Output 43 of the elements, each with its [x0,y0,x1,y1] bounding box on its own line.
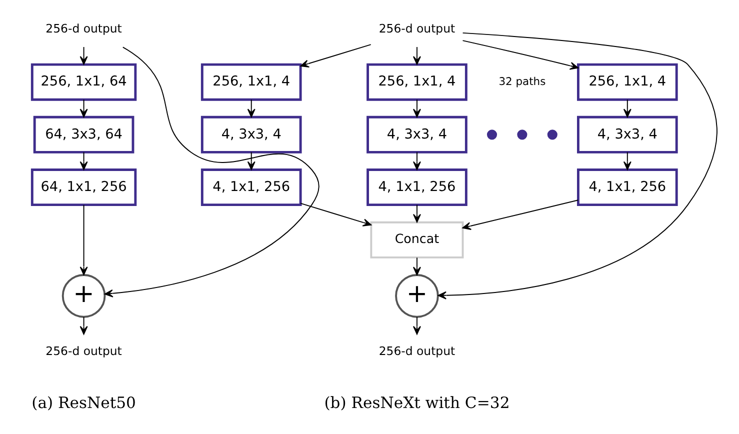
arrow [622,99,631,118]
node-text: 256-d output [378,344,455,358]
arrow [300,202,372,226]
arrow [462,40,578,70]
arrow [412,46,420,65]
node-box: 256, 1x1, 64 [30,63,136,101]
arrow [300,44,371,68]
arrow [104,46,319,298]
node-circle: + [61,274,106,318]
label: 32 paths [498,74,546,88]
node-box: 4, 3x3, 4 [200,116,302,154]
node-box: 256, 1x1, 4 [366,63,467,101]
arrow [246,99,255,118]
arrow [412,152,420,170]
arrow [622,152,631,170]
arrow [437,32,717,300]
arrow [79,152,88,170]
label: (b) ResNeXt with C=32 [324,394,510,412]
node-box: 4, 3x3, 4 [576,116,678,154]
node-box: 4, 1x1, 256 [366,168,467,206]
arrow [79,204,88,276]
node-text: 256-d output [45,344,122,358]
node-box: 4, 1x1, 256 [576,168,678,206]
arrow [412,99,420,118]
node-box: 4, 3x3, 4 [366,116,467,154]
arrow [79,316,88,335]
label: (a) ResNet50 [31,394,136,412]
arrow [79,46,88,65]
node-box: 4, 1x1, 256 [200,168,302,206]
arrow [412,204,420,223]
node-box: 256, 1x1, 4 [200,63,302,101]
node-box: 64, 1x1, 256 [30,168,136,206]
node-text: 256-d output [45,21,122,36]
node-box: 256, 1x1, 4 [576,63,678,101]
node-box: 64, 3x3, 64 [32,116,134,154]
arrow [412,257,420,276]
node-box: Concat [370,221,464,258]
arrow [462,200,578,230]
node-text: 256-d output [378,21,455,36]
arrow [79,99,88,118]
arrow [412,316,420,335]
node-circle: + [394,274,438,318]
arrow [246,152,255,170]
